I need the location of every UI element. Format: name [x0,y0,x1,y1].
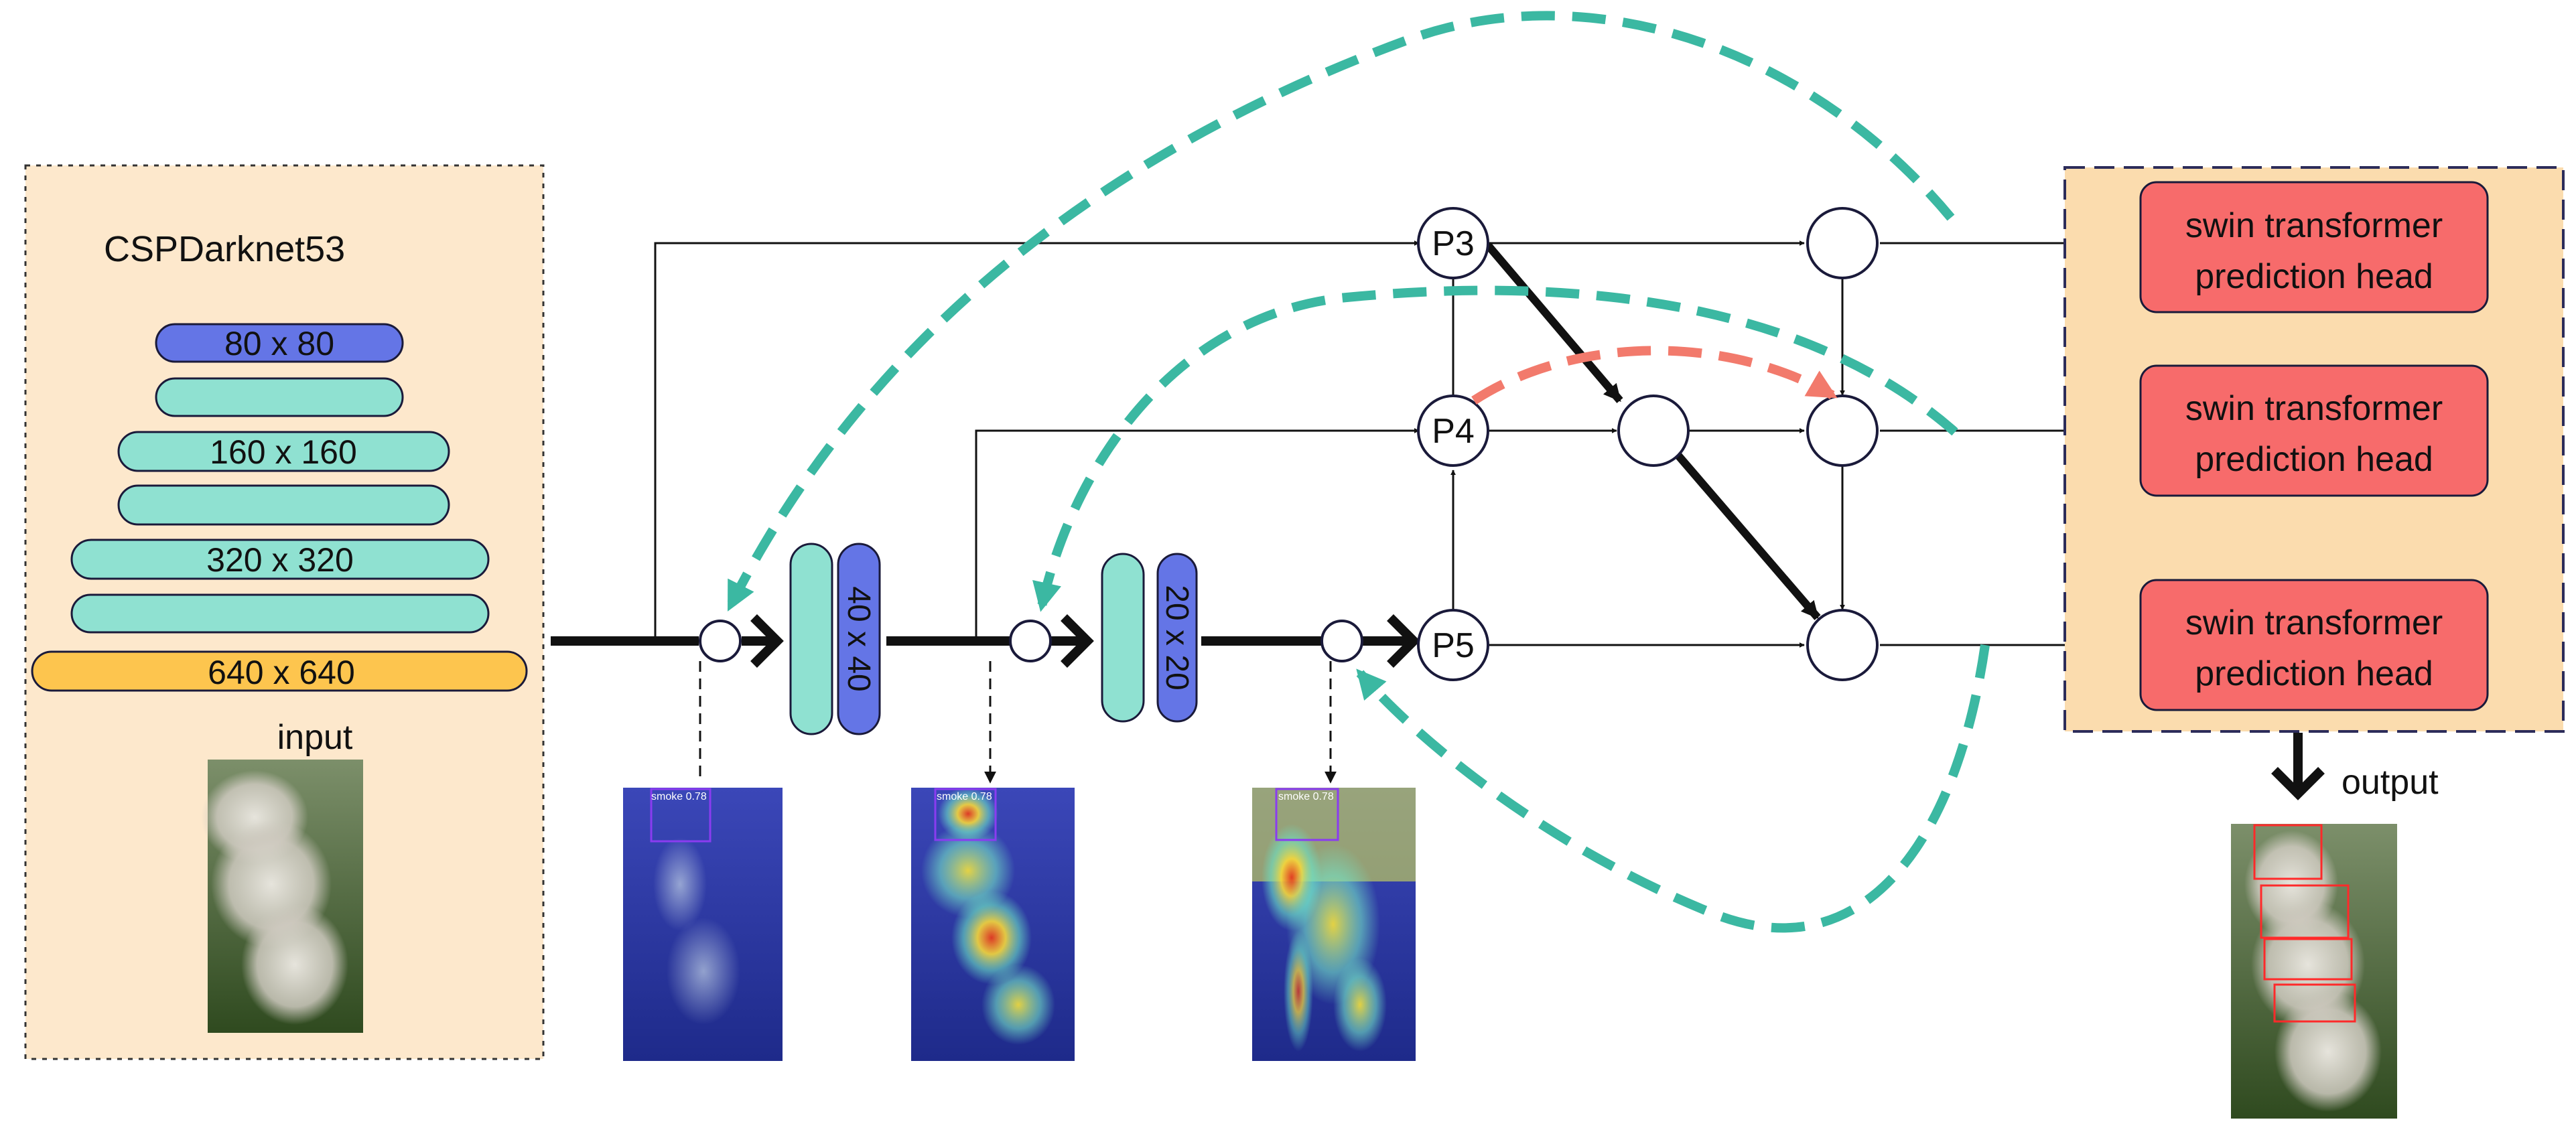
prediction-head-3: swin transformer prediction head [2139,579,2489,711]
prediction-head-line: swin transformer [2185,206,2443,245]
skip-connections [654,240,1420,641]
attention-curves [726,11,1990,933]
node-p3: P3 [1417,207,1489,279]
prediction-head-line: swin transformer [2185,389,2443,428]
heatmap-drops [699,661,1337,784]
node-out-top [1806,207,1879,279]
neck-block-20: 20 x 20 [1101,553,1198,723]
node-p5-label: P5 [1432,626,1475,665]
prediction-head-2: swin transformer prediction head [2139,364,2489,497]
prediction-head-1: swin transformer prediction head [2139,181,2489,313]
neck-block-40: 40 x 40 [789,543,881,735]
backbone-layer-label: 80 x 80 [224,325,334,362]
backbone-layer-640: 640 x 640 [31,650,528,692]
node-p5: P5 [1417,609,1489,681]
backbone-layer-80: 80 x 80 [155,323,404,363]
heatmap-2: smoke 0.78 [911,787,1075,1061]
prediction-head-line: swin transformer [2185,603,2443,642]
backbone-layer-label: 640 x 640 [208,654,355,691]
output-label: output [2342,763,2439,802]
heatmap-3: smoke 0.78 [1252,788,1416,1061]
backbone-layer-label: 320 x 320 [206,541,354,579]
backbone-layer-80b [155,377,404,417]
backbone-layer-320b [70,593,490,634]
heads-panel: swin transformer prediction head swin tr… [2063,166,2565,733]
input-image [201,760,363,1033]
fusion-node-2 [1009,620,1052,662]
backbone-layer-320: 320 x 320 [70,539,490,580]
backbone-panel: CSPDarknet53 80 x 80 160 x 160 320 x 320… [24,164,545,1060]
node-mid [1617,395,1690,467]
neck-block-20-label: 20 x 20 [1159,585,1195,690]
fusion-node-3 [1320,620,1363,662]
backbone-layer-label: 160 x 160 [210,433,357,471]
output-arrow: output [2271,733,2439,802]
prediction-head-line: prediction head [2195,257,2433,296]
backbone-layer-160b [117,484,450,526]
backbone-title: CSPDarknet53 [104,229,345,269]
pyramid-edges [1450,240,2142,648]
heatmap-detection-label: smoke 0.78 [651,791,707,802]
prediction-head-line: prediction head [2195,654,2433,693]
output-image [2231,824,2397,1119]
node-out-mid [1806,395,1879,467]
heatmap-1: smoke 0.78 [623,788,783,1061]
heatmap-detection-label: smoke 0.78 [937,791,992,802]
node-p4-label: P4 [1432,412,1475,451]
node-out-bottom [1806,609,1879,681]
neck-block-40-label: 40 x 40 [841,586,876,691]
heatmap-detection-label: smoke 0.78 [1278,791,1334,802]
main-spine [551,614,1420,668]
node-p3-label: P3 [1432,224,1475,263]
pyramid-nodes: P3 P4 P5 [1417,207,1879,681]
backbone-layer-160: 160 x 160 [117,431,450,472]
input-label: input [277,718,353,757]
prediction-head-line: prediction head [2195,440,2433,479]
node-p4: P4 [1417,395,1489,467]
fusion-node-1 [699,620,742,662]
